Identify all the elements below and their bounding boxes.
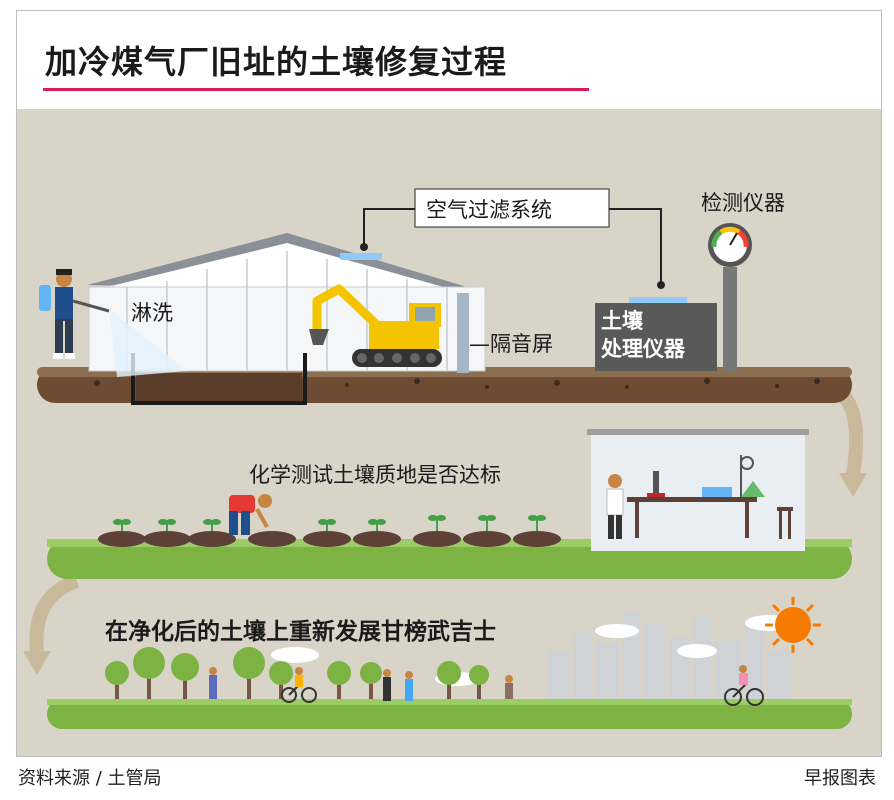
detector-label: 检测仪器 <box>701 191 785 215</box>
credit-note: 早报图表 <box>804 768 876 789</box>
laboratory <box>587 429 809 551</box>
grass-band-3 <box>47 699 852 729</box>
gauge-icon <box>708 223 752 371</box>
chem-test-label: 化学测试土壤质地是否达标 <box>249 463 501 487</box>
noise-barrier-label: —隔音屏 <box>469 332 553 356</box>
source-note: 资料来源 / 土管局 <box>18 768 162 789</box>
redevelop-label: 在净化后的土壤上重新发展甘榜武吉士 <box>105 619 496 645</box>
title-underline <box>43 88 589 91</box>
farmer <box>229 494 272 535</box>
process-scene <box>23 188 867 729</box>
soil-processor <box>595 303 717 371</box>
flow-track-2 <box>29 574 80 652</box>
air-filter-label: 空气过滤系统 <box>426 198 552 222</box>
wash-pit <box>131 353 307 405</box>
soil-mounds <box>98 531 561 547</box>
bicycle-icon <box>724 665 764 706</box>
bicycle-icon <box>281 667 317 703</box>
soil-processor-label: 土壤 处理仪器 <box>601 309 685 361</box>
down-arrow-icon <box>839 473 867 497</box>
sun-icon <box>765 597 821 653</box>
air-vent <box>340 253 382 260</box>
excavator <box>309 284 442 367</box>
wash-label: 淋洗 <box>131 301 173 325</box>
noise-barrier <box>457 293 469 373</box>
down-arrow-icon <box>23 651 51 675</box>
air-filter-box <box>414 188 610 228</box>
seedling-icons <box>113 515 546 531</box>
infographic-frame: 加冷煤气厂旧址的土壤修复过程 <box>16 10 882 757</box>
people <box>209 667 513 701</box>
spray-worker <box>39 269 187 377</box>
page-title: 加冷煤气厂旧址的土壤修复过程 <box>45 43 508 81</box>
tree-icons <box>105 647 489 699</box>
